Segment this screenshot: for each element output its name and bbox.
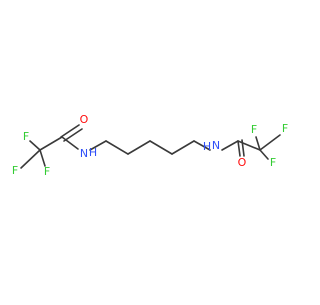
bond-c-o-left-1 <box>60 124 80 138</box>
atom-label-f-top-right-a: F <box>251 123 257 136</box>
atom-label-layer: F F F O N H N H O F F F <box>12 113 288 178</box>
atom-label-f-left: F <box>12 164 18 177</box>
bond-c-f-right <box>259 149 269 160</box>
bond-c-c-left <box>39 136 63 151</box>
bond-c-o-left-2 <box>63 128 83 142</box>
atom-label-o-left: O <box>80 113 89 126</box>
atom-label-f-bottom-left: F <box>44 165 50 178</box>
bond-c-f-left <box>20 149 41 169</box>
atom-label-o-right: O <box>238 156 247 169</box>
molecule-canvas: F F F O N H N H O F F F <box>11 113 289 178</box>
bond-n-c-right <box>221 140 239 151</box>
atom-label-n-left: N <box>80 147 88 160</box>
bond-chain-4 <box>171 140 195 155</box>
atom-label-n-right: N <box>212 139 220 152</box>
bond-c-n-left <box>61 136 79 150</box>
bond-c-f-top-left <box>29 140 41 151</box>
bond-c-f-top-right-b <box>259 134 281 151</box>
bond-c-o-right-1 <box>237 140 241 157</box>
bond-chain-3 <box>149 140 173 155</box>
bond-chain-5 <box>193 140 211 151</box>
atom-label-f-top-right-b: F <box>282 122 288 135</box>
bond-chain-2 <box>127 140 151 155</box>
bond-layer <box>20 124 281 169</box>
bond-chain-1 <box>105 140 129 155</box>
molecule-structure: F F F O N H N H O F F F <box>12 113 288 178</box>
bond-c-f-bottom-left <box>39 149 46 167</box>
bond-c-f-top-right-a <box>255 136 261 151</box>
atom-label-h-left: H <box>89 146 97 159</box>
atom-label-f-right: F <box>270 156 276 169</box>
bond-n-c1 <box>89 140 107 151</box>
atom-label-f-top-left: F <box>23 130 29 143</box>
atom-label-h-right: H <box>203 140 211 153</box>
bond-c-c-right <box>237 140 261 151</box>
